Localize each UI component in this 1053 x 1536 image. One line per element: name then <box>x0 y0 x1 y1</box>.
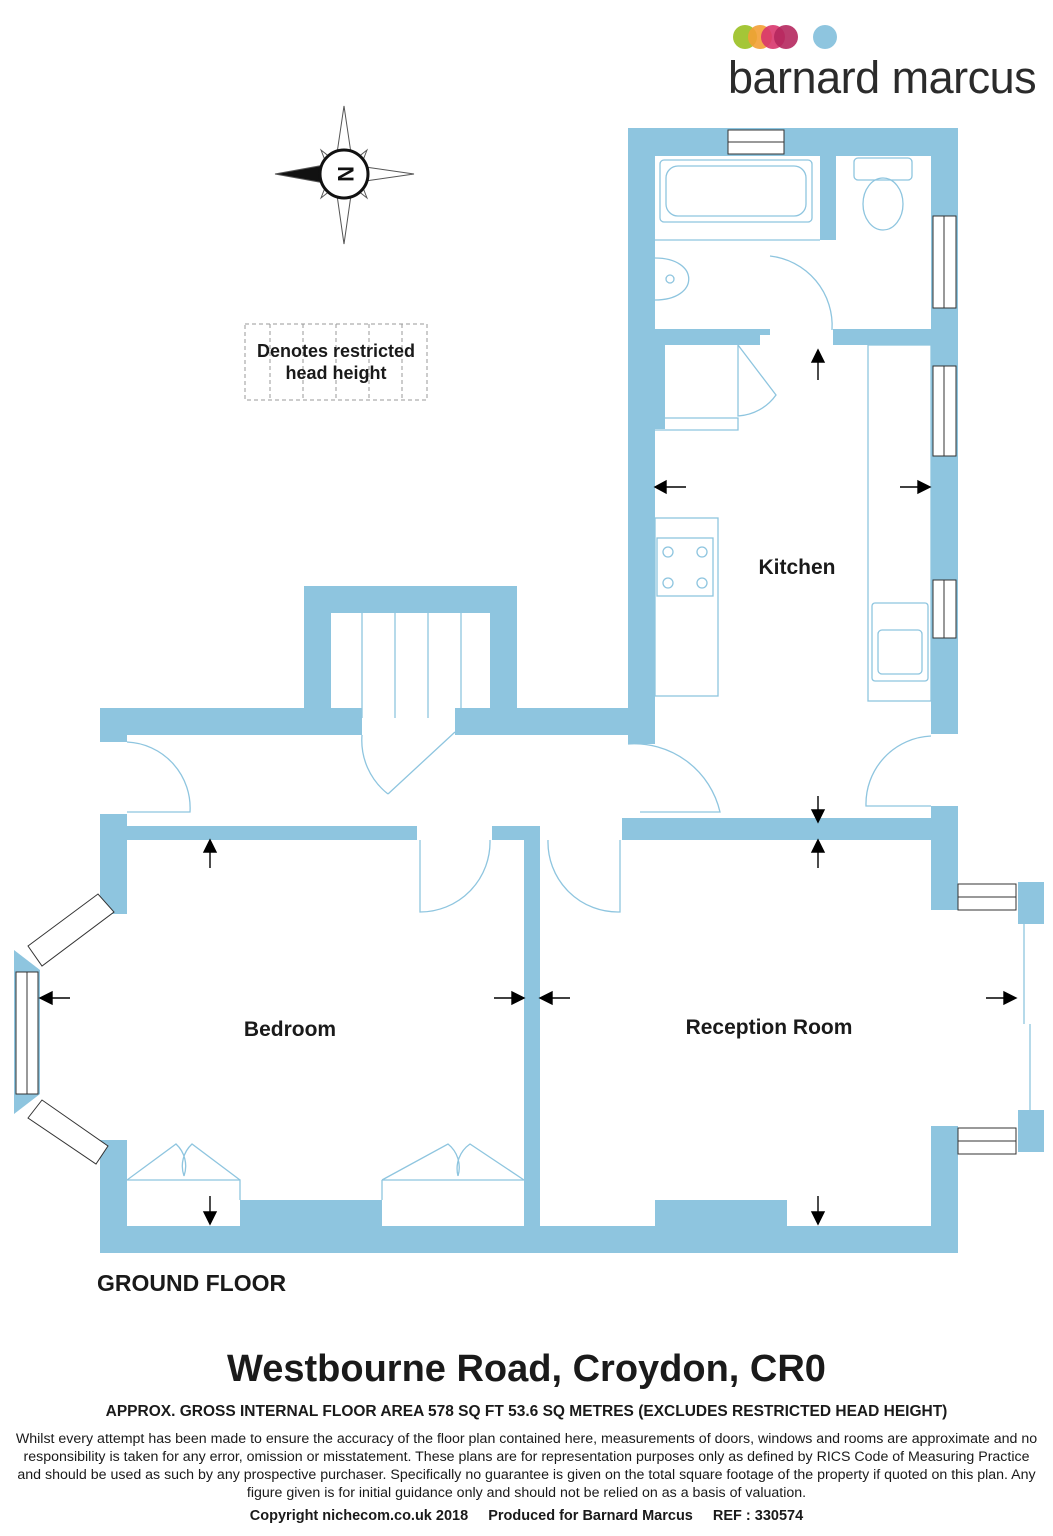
reference-text: REF : 330574 <box>712 1508 804 1524</box>
fixtures <box>126 157 1031 1200</box>
produced-for-text: Produced for Barnard Marcus <box>488 1508 693 1524</box>
room-label-reception: Reception Room <box>685 1016 853 1039</box>
brand-dot-magenta <box>774 25 798 49</box>
restricted-height-legend-text: Denotes restricted head height <box>256 341 416 383</box>
brand-logo-text: barnard marcus <box>728 52 1037 103</box>
restricted-height-legend-box <box>244 323 428 401</box>
brand-dot-blue <box>813 25 837 49</box>
compass-north-label: N <box>333 166 358 182</box>
dimension-arrows <box>38 348 1018 1226</box>
walls <box>14 128 1044 1253</box>
room-label-bedroom: Bedroom <box>243 1018 337 1041</box>
property-address: Westbourne Road, Croydon, CR0 <box>227 1348 826 1390</box>
floor-label: GROUND FLOOR <box>97 1270 287 1296</box>
disclaimer-text: Whilst every attempt has been made to en… <box>15 1431 1038 1501</box>
floor-area-text: APPROX. GROSS INTERNAL FLOOR AREA 578 SQ… <box>105 1403 948 1420</box>
brand-dots <box>733 25 837 49</box>
windows <box>15 129 1017 1165</box>
footer: Copyright nichecom.co.uk 2018 Produced f… <box>0 1508 1053 1524</box>
copyright-text: Copyright nichecom.co.uk 2018 <box>249 1508 469 1524</box>
room-label-kitchen: Kitchen <box>758 556 836 579</box>
compass-rose <box>274 105 415 245</box>
